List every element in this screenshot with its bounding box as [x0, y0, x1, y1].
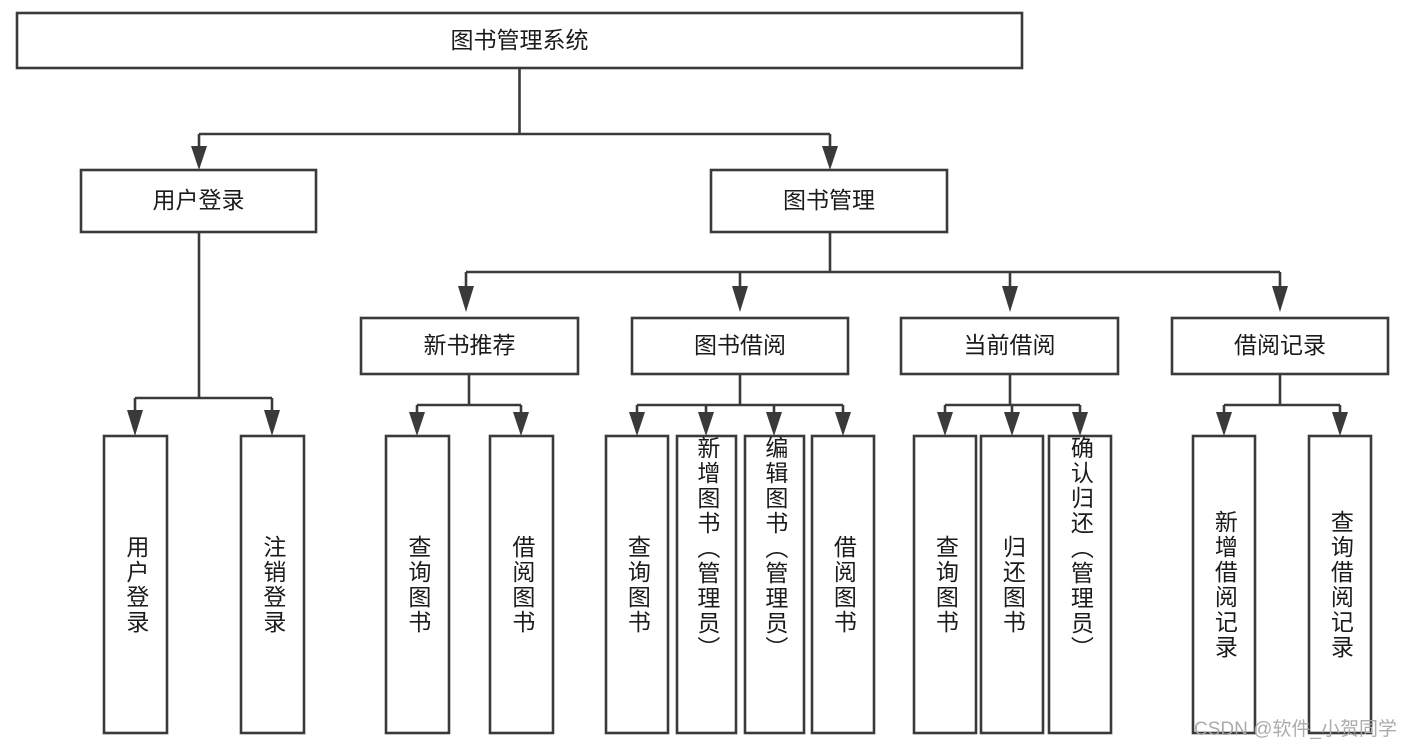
node-leaf-book-borrow-query[interactable] [604, 434, 670, 735]
node-book-management-label: 图书管理 [783, 187, 875, 213]
node-user-login[interactable] [79, 168, 318, 234]
arrow-new-book-leaf-2 [513, 412, 529, 436]
node-leaf-borrow-record-query[interactable] [1307, 434, 1373, 735]
arrow-current-borrow-leaf-1 [937, 412, 953, 436]
node-root-book-management-system[interactable] [15, 11, 1024, 70]
connector-group-book-mgmt [458, 232, 1288, 312]
arrow-book-borrow-leaf-4 [835, 412, 851, 436]
node-leaf-book-borrow-borrow[interactable] [810, 434, 876, 735]
node-leaf-user-login-logout[interactable] [239, 434, 306, 735]
node-leaf-book-borrow-add[interactable] [675, 434, 738, 735]
arrow-new-book-leaf-1 [409, 412, 425, 436]
arrow-root-to-user-login [191, 146, 207, 170]
node-leaf-current-borrow-query[interactable] [912, 434, 978, 735]
node-book-management[interactable] [709, 168, 949, 234]
arrow-borrow-record-leaf-1 [1216, 412, 1232, 436]
node-leaf-borrow-record-add[interactable] [1191, 434, 1257, 735]
arrow-book-borrow-leaf-2 [698, 412, 714, 436]
connector-group-user-login [127, 232, 280, 436]
node-new-book-recommend-label: 新书推荐 [424, 332, 516, 358]
node-leaf-book-borrow-edit[interactable] [743, 434, 806, 735]
node-current-borrow-label: 当前借阅 [964, 332, 1056, 358]
node-book-borrow-label: 图书借阅 [694, 332, 786, 358]
arrow-user-login-leaf-2 [264, 410, 280, 436]
node-user-login-label: 用户登录 [153, 187, 245, 213]
arrow-book-mgmt-to-book-borrow [732, 286, 748, 312]
arrow-book-borrow-leaf-1 [629, 412, 645, 436]
connector-group-root [191, 68, 838, 170]
node-book-borrow[interactable] [630, 316, 850, 376]
node-borrow-record-label: 借阅记录 [1234, 332, 1326, 358]
arrow-root-to-book-mgmt [822, 146, 838, 170]
node-root-label: 图书管理系统 [451, 27, 589, 53]
watermark-text: CSDN @软件_小贺同学 [1194, 719, 1397, 740]
arrow-book-mgmt-to-current-borrow [1002, 286, 1018, 312]
connector-group-borrow-record [1216, 374, 1348, 436]
arrow-user-login-leaf-1 [127, 410, 143, 436]
arrow-current-borrow-leaf-3 [1072, 412, 1088, 436]
node-leaf-new-book-query[interactable] [384, 434, 451, 735]
connector-group-new-book [409, 374, 529, 436]
node-leaf-new-book-borrow[interactable] [488, 434, 555, 735]
arrow-book-borrow-leaf-3 [766, 412, 782, 436]
node-leaf-current-borrow-return[interactable] [979, 434, 1045, 735]
arrow-book-mgmt-to-borrow-record [1272, 286, 1288, 312]
connector-group-current-borrow [937, 374, 1088, 436]
node-leaf-current-borrow-confirm[interactable] [1047, 434, 1113, 735]
connector-group-book-borrow [629, 374, 851, 436]
node-current-borrow[interactable] [899, 316, 1120, 376]
arrow-book-mgmt-to-new-book [458, 286, 474, 312]
arrow-borrow-record-leaf-2 [1332, 412, 1348, 436]
node-leaf-user-login-login[interactable] [102, 434, 169, 735]
node-new-book-recommend[interactable] [359, 316, 580, 376]
arrow-current-borrow-leaf-2 [1004, 412, 1020, 436]
node-borrow-record[interactable] [1170, 316, 1390, 376]
